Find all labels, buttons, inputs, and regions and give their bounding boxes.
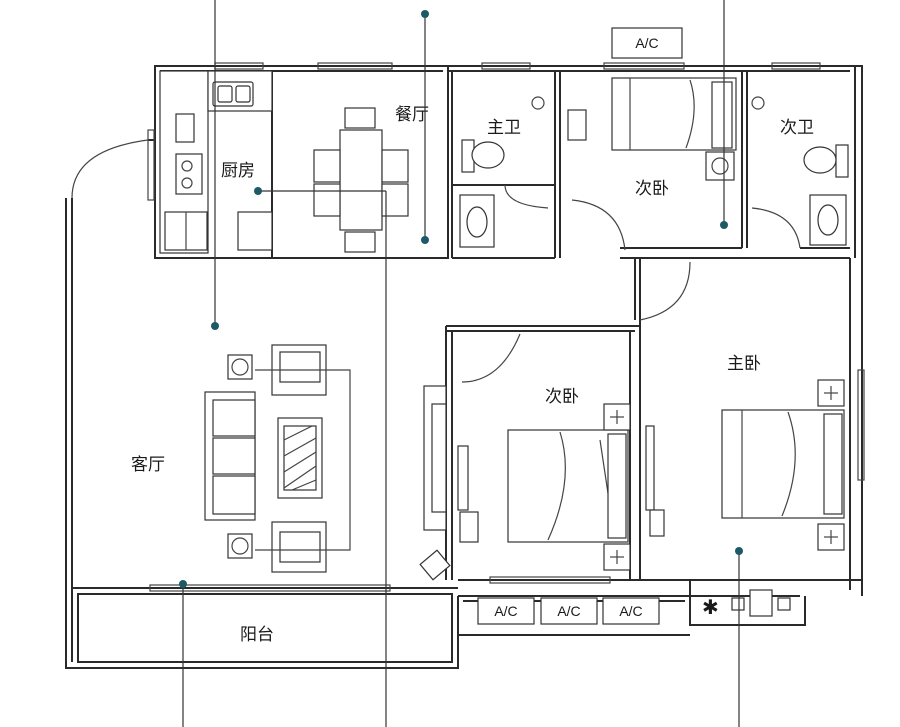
master-bath-fixtures — [459, 96, 545, 248]
label-living: 客厅 — [131, 455, 165, 475]
label-kitchen: 厨房 — [221, 161, 255, 181]
living-room-furniture — [204, 344, 451, 581]
master-bed-door-arc — [639, 261, 691, 321]
room-labels: 厨房 餐厅 主卫 次卫 次卧 主卧 次卧 客厅 阳台 — [131, 105, 814, 645]
windows — [147, 62, 865, 592]
tv-cabinet — [423, 385, 447, 531]
ac-units: A/C A/C A/C A/C — [477, 27, 683, 625]
second-bath-fixtures — [751, 96, 849, 246]
master-bed-furniture — [645, 379, 845, 551]
label-dining: 餐厅 — [395, 105, 429, 125]
master-bath-door-arc — [504, 184, 549, 209]
interior-walls — [160, 71, 850, 580]
ac-label-top: A/C — [635, 35, 658, 51]
second-bath-door-arc — [751, 207, 801, 249]
ac-label-1: A/C — [494, 603, 517, 619]
ac-label-2: A/C — [557, 603, 580, 619]
dining-table — [313, 107, 409, 253]
second-bed-top-door-arc — [571, 199, 626, 251]
label-second-bed-mid: 次卧 — [545, 387, 579, 407]
label-second-bed-top: 次卧 — [635, 179, 669, 199]
label-balcony: 阳台 — [240, 625, 274, 645]
second-bed-mid-door-arc — [461, 333, 521, 383]
second-bed-mid-furniture — [457, 403, 631, 571]
entry-door-jamb — [148, 139, 156, 150]
entry-door-arc — [71, 139, 149, 199]
label-second-bath: 次卫 — [780, 118, 814, 138]
second-bed-top-furniture — [567, 77, 737, 181]
kitchen-fixtures — [159, 70, 273, 254]
plant-icon: ✱ — [702, 595, 719, 619]
label-master-bath: 主卫 — [487, 118, 521, 138]
label-master-bed: 主卧 — [727, 354, 761, 374]
balcony-fixtures — [731, 589, 791, 617]
leader-lines — [179, 0, 743, 727]
ac-label-3: A/C — [619, 603, 642, 619]
